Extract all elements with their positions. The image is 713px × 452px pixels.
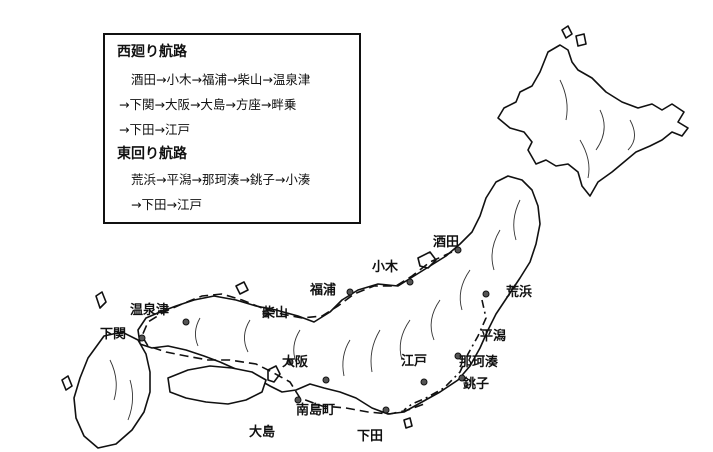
label-shimonoseki: 下関: [100, 327, 127, 342]
awaji-island: [267, 365, 281, 383]
goto-island: [61, 375, 73, 391]
east-route-line2: →下田→江戸: [131, 197, 202, 212]
port-choshi-marker: [458, 374, 466, 382]
sado-island: [417, 251, 437, 269]
label-ogi: 小木: [372, 260, 399, 275]
port-osaka-marker: [286, 358, 294, 366]
rishiri-island: [575, 33, 587, 47]
kyushu-island: [73, 331, 151, 449]
port-minamishima-marker: [294, 396, 302, 404]
label-edo: 江戸: [401, 354, 428, 369]
label-nakaminato: 那珂湊: [459, 355, 499, 370]
port-yunotsu-marker: [182, 318, 190, 326]
label-choshi: 銚子: [463, 377, 490, 392]
port-shimonoseki-marker: [138, 334, 146, 342]
label-hirakata: 平潟: [480, 329, 507, 344]
west-route-line2: →下関→大阪→大島→方座→畔乗: [119, 97, 297, 112]
route-legend: 西廻り航路 酒田→小木→福浦→柴山→温泉津 →下関→大阪→大島→方座→畔乗 →下…: [103, 33, 361, 224]
rivers: [109, 79, 635, 421]
label-osaka: 大阪: [282, 355, 309, 370]
label-shimoda: 下田: [357, 429, 384, 444]
label-minamishima: 南島町: [296, 403, 336, 418]
west-route-line3: →下田→江戸: [119, 122, 190, 137]
port-ogi-marker: [406, 278, 414, 286]
tsushima-island: [95, 291, 107, 309]
port-sakata-marker: [454, 246, 462, 254]
oki-island: [235, 281, 249, 295]
west-route-title: 西廻り航路: [117, 44, 187, 60]
honshu-island: [137, 175, 541, 415]
hokkaido-island: [497, 44, 689, 197]
port-nakaminato-marker: [454, 352, 462, 360]
port-arahama-marker: [482, 290, 490, 298]
port-fukura-marker: [346, 288, 354, 296]
label-shibayama: 柴山: [262, 306, 289, 321]
label-oshima: 大島: [249, 425, 276, 440]
label-sakata: 酒田: [433, 235, 460, 250]
label-fukura: 福浦: [310, 283, 337, 298]
rebun-island: [561, 25, 573, 39]
port-markers: [138, 246, 490, 414]
shikoku-island: [167, 365, 267, 405]
east-route-title: 東回り航路: [117, 146, 187, 162]
east-route-line: [403, 299, 487, 411]
label-arahama: 荒浜: [506, 285, 533, 300]
west-route-line1: 酒田→小木→福浦→柴山→温泉津: [131, 72, 311, 87]
port-shimoda-marker: [382, 406, 390, 414]
east-route-line1: 荒浜→平潟→那珂湊→銚子→小湊: [131, 172, 311, 187]
port-shibayama-marker: [262, 310, 270, 318]
port-misc-marker: [322, 376, 330, 384]
label-yunotsu: 温泉津: [130, 303, 170, 318]
izu-oshima-island: [403, 417, 413, 429]
port-edo-marker: [420, 378, 428, 386]
west-route-line: [141, 251, 453, 415]
landmass: [61, 25, 689, 449]
